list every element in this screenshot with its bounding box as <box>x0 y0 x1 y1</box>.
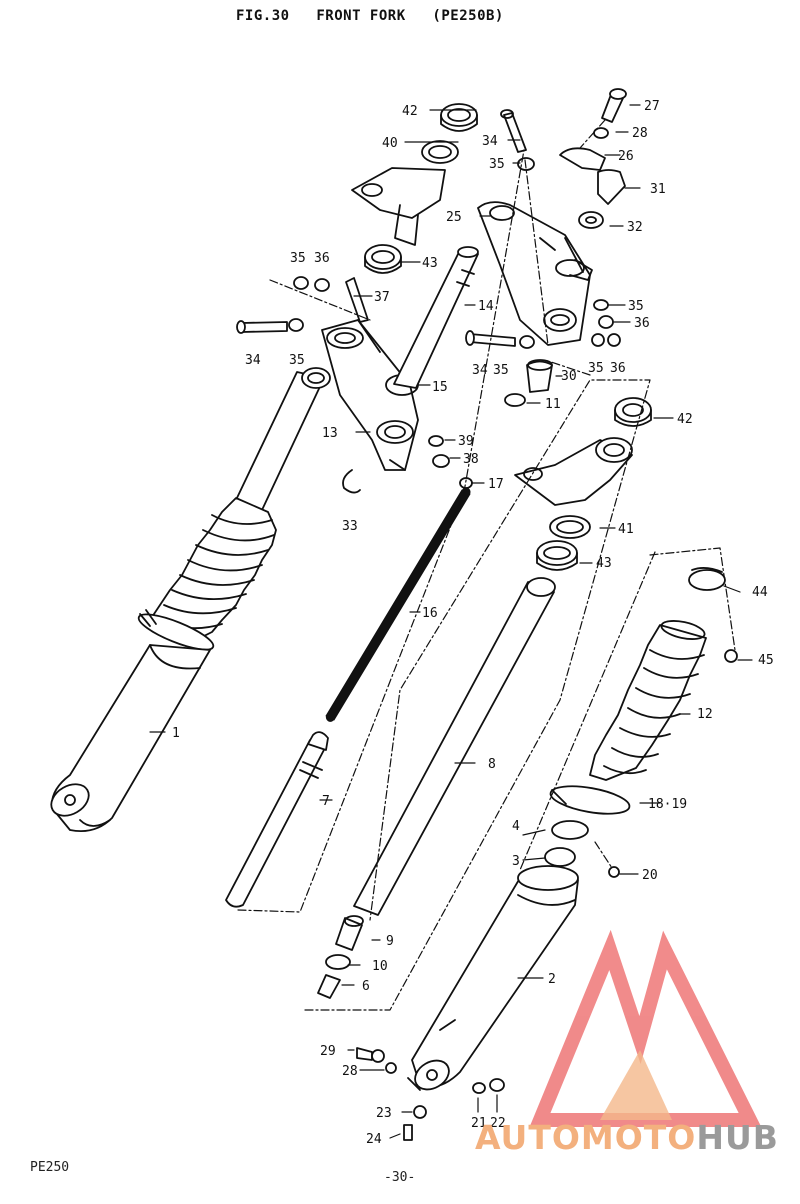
part-label-38: 38 <box>463 452 479 467</box>
part-label-39: 39 <box>458 434 474 449</box>
part-labels: 42 40 43 35 36 37 34 35 13 15 14 39 38 1… <box>172 99 774 1147</box>
model-code: PE250 <box>30 1160 70 1175</box>
part-label-16: 16 <box>422 606 438 621</box>
part-label-40: 40 <box>382 136 398 151</box>
part-label-35: 35 <box>289 353 305 368</box>
watermark-logo <box>529 929 762 1127</box>
part-label-6: 6 <box>362 979 370 994</box>
part-label-35e: 35 <box>588 361 604 376</box>
part-label-22: 22 <box>490 1116 506 1131</box>
part-label-45: 45 <box>758 653 774 668</box>
part-label-42: 42 <box>402 104 418 119</box>
part-label-34b: 34 <box>482 134 498 149</box>
assembly-lines <box>237 119 736 1011</box>
leader-lines <box>149 104 753 1139</box>
damper-rod <box>225 731 329 908</box>
part-label-32: 32 <box>627 220 643 235</box>
axle-fasteners <box>356 1047 505 1141</box>
part-label-26: 26 <box>618 149 634 164</box>
part-label-21: 21 <box>471 1116 487 1131</box>
part-label-43: 43 <box>422 256 438 271</box>
part-label-33: 33 <box>342 519 358 534</box>
part-label-8: 8 <box>488 757 496 772</box>
part-label-28b: 28 <box>342 1064 358 1079</box>
part-label-12: 12 <box>697 707 713 722</box>
part-label-15: 15 <box>432 380 448 395</box>
part-label-2: 2 <box>548 972 556 987</box>
part-label-35b: 35 <box>489 157 505 172</box>
part-label-10: 10 <box>372 959 388 974</box>
watermark-text: AUTOMOTOHUB <box>475 1118 779 1157</box>
part-label-35d: 35 <box>493 363 509 378</box>
page-number: -30- <box>384 1170 416 1185</box>
part-label-23: 23 <box>376 1106 392 1121</box>
rod-parts <box>317 915 364 999</box>
part-label-28: 28 <box>632 126 648 141</box>
right-bracket-assembly <box>514 397 652 571</box>
part-label-29: 29 <box>320 1044 336 1059</box>
part-label-30: 30 <box>561 369 577 384</box>
upper-bracket-assembly <box>351 103 478 274</box>
part-label-24: 24 <box>366 1132 382 1147</box>
part-label-36e: 36 <box>610 361 626 376</box>
part-label-11: 11 <box>545 397 561 412</box>
fork-spring <box>325 487 471 723</box>
part-label-17: 17 <box>488 477 504 492</box>
right-bellows-assembly <box>544 567 738 878</box>
steering-stem <box>393 246 479 389</box>
part-label-4: 4 <box>512 819 520 834</box>
lower-bracket <box>321 319 419 471</box>
part-label-41: 41 <box>618 522 634 537</box>
right-fork-leg <box>407 865 579 1091</box>
part-label-37: 37 <box>374 290 390 305</box>
part-label-14: 14 <box>478 299 494 314</box>
part-label-44: 44 <box>752 585 768 600</box>
part-label-7: 7 <box>322 794 330 809</box>
figure-title: FIG.30 FRONT FORK (PE250B) <box>236 8 504 24</box>
part-label-35: 35 <box>290 251 306 266</box>
part-label-3: 3 <box>512 854 520 869</box>
part-label-1: 1 <box>172 726 180 741</box>
part-label-42b: 42 <box>677 412 693 427</box>
part-label-34c: 34 <box>472 363 488 378</box>
part-label-25: 25 <box>446 210 462 225</box>
part-label-35c: 35 <box>628 299 644 314</box>
upper-bracket <box>477 201 593 346</box>
part-label-13: 13 <box>322 426 338 441</box>
part-label-36: 36 <box>314 251 330 266</box>
part-label-18-19: 18·19 <box>648 797 687 812</box>
part-label-9: 9 <box>386 934 394 949</box>
left-fork-leg <box>50 367 331 833</box>
part-label-27: 27 <box>644 99 660 114</box>
part-label-20: 20 <box>642 868 658 883</box>
part-label-31: 31 <box>650 182 666 197</box>
inner-tube <box>353 577 556 916</box>
part-label-34: 34 <box>245 353 261 368</box>
part-label-43b: 43 <box>596 556 612 571</box>
bracket-26 <box>559 147 606 171</box>
part-label-36c: 36 <box>634 316 650 331</box>
